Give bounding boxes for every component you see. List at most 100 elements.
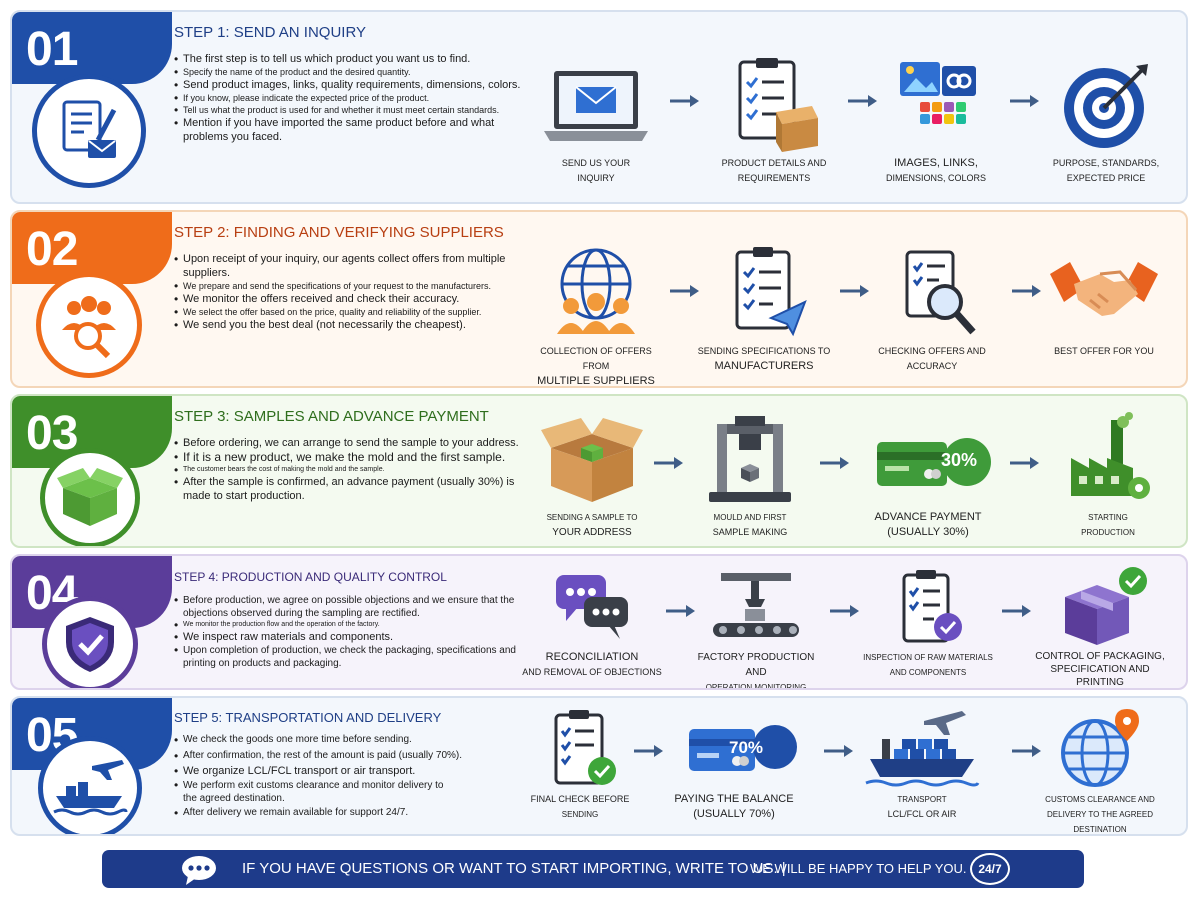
arrow-icon <box>848 95 877 107</box>
step-5-bullet: After delivery we remain available for s… <box>174 805 524 821</box>
document-pen-icon <box>62 100 117 158</box>
flow-caption-line2: DELIVERY TO THE AGREED DESTINATION <box>1047 810 1153 834</box>
step-5-bullets: We check the goods one more time before … <box>174 732 524 821</box>
flow-caption-line2: SENDING <box>561 810 599 819</box>
step-5-badge <box>38 736 142 834</box>
step-4-panel: 04 STEP 4: PRODUCTION AND QUALITY CONTRO… <box>10 554 1188 690</box>
flow-caption-line1: FACTORY PRODUCTION AND <box>697 652 815 678</box>
arrow-icon <box>670 285 699 297</box>
flow-node: PRODUCT DETAILS AND REQUIREMENTS <box>704 56 844 186</box>
step-1-bullet: The first step is to tell us which produ… <box>174 52 524 66</box>
step-1-panel: 01 STEP 1: SEND AN INQUIRY The first ste… <box>10 10 1188 204</box>
flow-caption-line1: PRODUCT DETAILS AND <box>721 158 827 168</box>
arrow-icon <box>840 285 869 297</box>
flow-caption-line2: SAMPLE MAKING <box>712 527 788 537</box>
flow-caption-line2: OPERATION MONITORING <box>705 683 807 690</box>
images-links-icon <box>900 62 976 124</box>
card-70-icon <box>689 725 797 771</box>
step-4-flow: RECONCILIATION AND REMOVAL OF OBJECTIONS… <box>522 556 1182 688</box>
step-4-bullets: Before production, we agree on possible … <box>174 594 524 670</box>
clipboard-send-icon <box>735 247 807 337</box>
target-icon <box>1064 64 1148 148</box>
people-search-icon <box>62 296 116 359</box>
percent-badge: 30% <box>940 450 978 470</box>
step-5-flow: FINAL CHECK BEFORE SENDING 70% PAYI <box>522 698 1182 834</box>
flow-node: 30% ADVANCE PAYMENT (USUALLY 30%) <box>858 410 998 540</box>
step-3-bullet: The customer bears the cost of making th… <box>174 465 524 475</box>
arrow-icon <box>654 457 683 469</box>
support-24-7-icon: 24/7 <box>970 853 1010 885</box>
flow-caption-line2: REQUIREMENTS <box>737 173 811 183</box>
step-4-bullet: Before production, we agree on possible … <box>174 594 524 620</box>
clipboard-box-icon <box>738 58 818 152</box>
flow-node: CUSTOMS CLEARANCE AND DELIVERY TO THE AG… <box>1020 706 1180 834</box>
step-3-badge <box>40 448 140 546</box>
flow-caption-line2: LCL/FCL OR AIR <box>887 809 957 819</box>
step-1-number: 01 <box>26 23 78 76</box>
flow-caption-line2: DIMENSIONS, COLORS <box>885 173 986 183</box>
step-5-bullet: After confirmation, the rest of the amou… <box>174 748 524 764</box>
step-1-badge <box>32 74 146 188</box>
flow-node: SEND US YOUR INQUIRY <box>526 56 666 186</box>
flow-caption-line1: SENDING A SAMPLE TO <box>546 513 638 522</box>
arrow-icon <box>1010 457 1039 469</box>
flow-caption-line2: INQUIRY <box>577 173 615 183</box>
clipboard-ok-icon <box>554 710 616 785</box>
step-1-bullet: Mention if you have imported the same pr… <box>174 116 524 144</box>
flow-node: FACTORY PRODUCTION AND OPERATION MONITOR… <box>686 564 826 690</box>
step-3-bullet: After the sample is confirmed, an advanc… <box>174 475 524 503</box>
step-2-flow: COLLECTION OF OFFERS FROM MULTIPLE SUPPL… <box>522 212 1182 386</box>
step-1-title: STEP 1: SEND AN INQUIRY <box>174 24 367 41</box>
step-2-bullets: Upon receipt of your inquiry, our agents… <box>174 252 524 332</box>
card-30-icon <box>877 438 991 486</box>
flow-caption-line2: AND COMPONENTS <box>889 668 967 677</box>
flow-caption-line1: INSPECTION OF RAW MATERIALS <box>863 653 993 662</box>
step-1-bullets: The first step is to tell us which produ… <box>174 52 524 144</box>
step-1-number-band <box>12 12 172 84</box>
flow-node: TRANSPORT LCL/FCL OR AIR <box>852 706 992 822</box>
arrow-icon <box>1012 285 1041 297</box>
flow-node: BEST OFFER FOR YOU <box>1034 244 1174 359</box>
green-box-icon <box>57 468 123 526</box>
step-4-badge <box>42 596 138 688</box>
arrow-icon <box>1012 745 1041 757</box>
packages-check-icon <box>1065 567 1147 645</box>
step-4-title: STEP 4: PRODUCTION AND QUALITY CONTROL <box>174 570 447 584</box>
flow-caption-line2: (USUALLY 70%) <box>693 808 775 820</box>
flow-caption-line1: PAYING THE BALANCE <box>674 793 794 805</box>
step-2-number: 02 <box>26 223 78 276</box>
arrow-icon <box>1010 95 1039 107</box>
flow-node: IMAGES, LINKS, DIMENSIONS, COLORS <box>866 56 1006 186</box>
flow-caption-line1: SEND US YOUR <box>561 158 631 168</box>
step-5-bullet: We check the goods one more time before … <box>174 732 524 748</box>
step-1-flow: SEND US YOUR INQUIRY PRO <box>522 12 1182 202</box>
flow-caption-line1: TRANSPORT <box>897 795 947 804</box>
arrow-icon <box>830 605 859 617</box>
flow-caption-line2: AND REMOVAL OF OBJECTIONS <box>522 667 662 677</box>
step-3-bullet: If it is a new product, we make the mold… <box>174 450 524 465</box>
flow-caption-line1: PURPOSE, STANDARDS, <box>1052 158 1160 168</box>
flow-caption-line1: CUSTOMS CLEARANCE AND <box>1045 795 1155 804</box>
globe-pin-icon <box>1061 709 1139 787</box>
flow-caption-line1: CHECKING OFFERS AND <box>878 346 986 356</box>
step-5-bullet: We organize LCL/FCL transport or air tra… <box>174 764 524 779</box>
flow-node: STARTING PRODUCTION <box>1038 410 1178 540</box>
step-5-bullet: We perform exit customs clearance and mo… <box>174 779 454 805</box>
handshake-icon <box>1050 262 1158 316</box>
flow-caption-line1: BEST OFFER FOR YOU <box>1054 346 1154 356</box>
flow-node: CONTROL OF PACKAGING, SPECIFICATION AND … <box>1030 564 1170 688</box>
shield-check-icon <box>66 617 114 672</box>
flow-node: INSPECTION OF RAW MATERIALS AND COMPONEN… <box>858 564 998 680</box>
flow-caption-line1: COLLECTION OF OFFERS FROM <box>540 346 652 371</box>
flow-caption-line1: IMAGES, LINKS, <box>894 157 978 169</box>
step-1-bullet: Tell us what the product is used for and… <box>174 104 524 116</box>
step-2-title: STEP 2: FINDING AND VERIFYING SUPPLIERS <box>174 224 504 241</box>
flow-node: SENDING SPECIFICATIONS TO MANUFACTURERS <box>694 244 834 374</box>
flow-caption-line1: STARTING <box>1088 513 1128 522</box>
flow-caption-line2: SPECIFICATION AND PRINTING <box>1050 664 1150 688</box>
step-2-bullet: We select the offer based on the price, … <box>174 306 524 318</box>
step-3-panel: 03 STEP 3: SAMPLES AND ADVANCE PAYMENT B… <box>10 394 1188 548</box>
press-machine-icon <box>709 416 791 502</box>
flow-node: MOULD AND FIRST SAMPLE MAKING <box>680 410 820 540</box>
flow-caption-line1: RECONCILIATION <box>545 651 639 663</box>
